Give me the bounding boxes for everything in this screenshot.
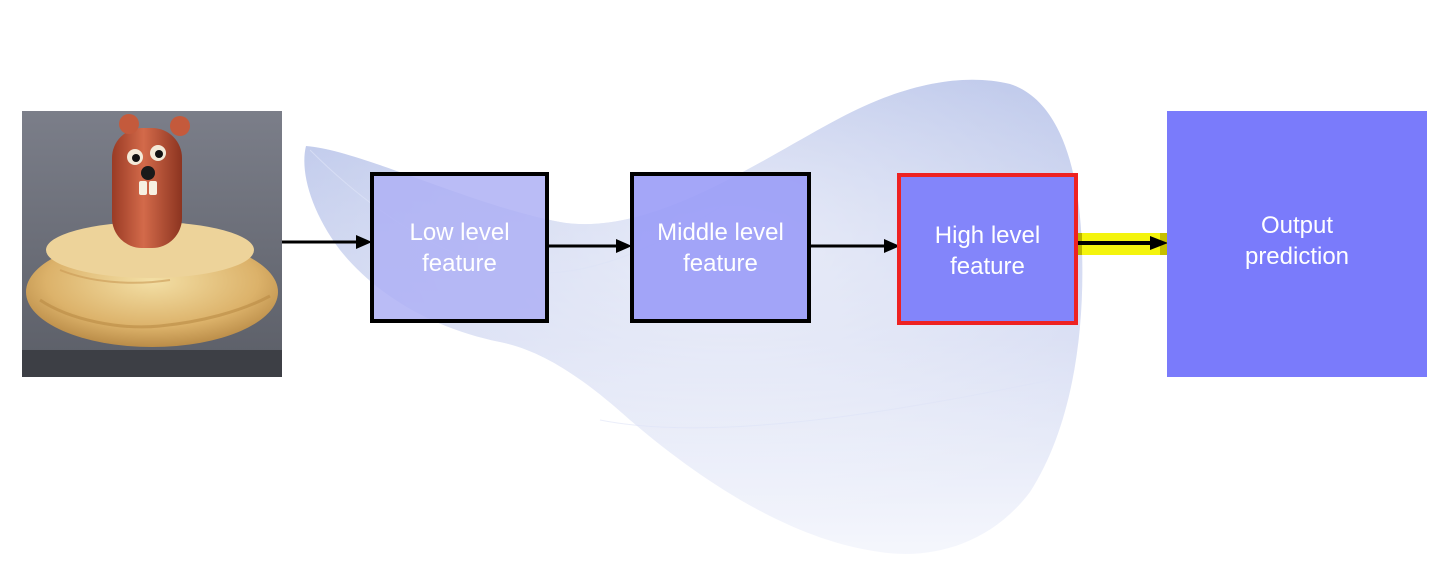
stage-label-high-line2: feature — [950, 253, 1025, 280]
stage-label-low-line2: feature — [422, 249, 497, 277]
stage-label-low: Low level feature — [372, 174, 547, 321]
arrow-middle-to-high — [810, 239, 900, 253]
stage-label-high-line1: High level — [934, 222, 1041, 249]
output-label-line1: Output — [1260, 212, 1334, 239]
stage-box-high — [897, 173, 1078, 325]
output-label: Output prediction — [1167, 108, 1427, 374]
arrow-input-to-low — [282, 235, 372, 249]
arrow-high-to-output — [1068, 233, 1172, 255]
stage-label-middle: Middle level feature — [632, 174, 809, 321]
stage-label-high: High level feature — [899, 177, 1076, 325]
sausage-creature — [112, 114, 190, 248]
arrow-low-to-middle — [547, 239, 632, 253]
output-label-line2: prediction — [1244, 243, 1350, 270]
stage-box-low — [370, 172, 549, 323]
input-image — [22, 111, 282, 377]
stage-box-middle — [630, 172, 811, 323]
stage-label-low-line1: Low level — [409, 218, 510, 246]
stage-label-middle-line2: feature — [683, 249, 758, 277]
stage-label-middle-line1: Middle level — [657, 218, 784, 246]
pastry-base — [26, 222, 278, 347]
output-box — [1167, 111, 1427, 377]
